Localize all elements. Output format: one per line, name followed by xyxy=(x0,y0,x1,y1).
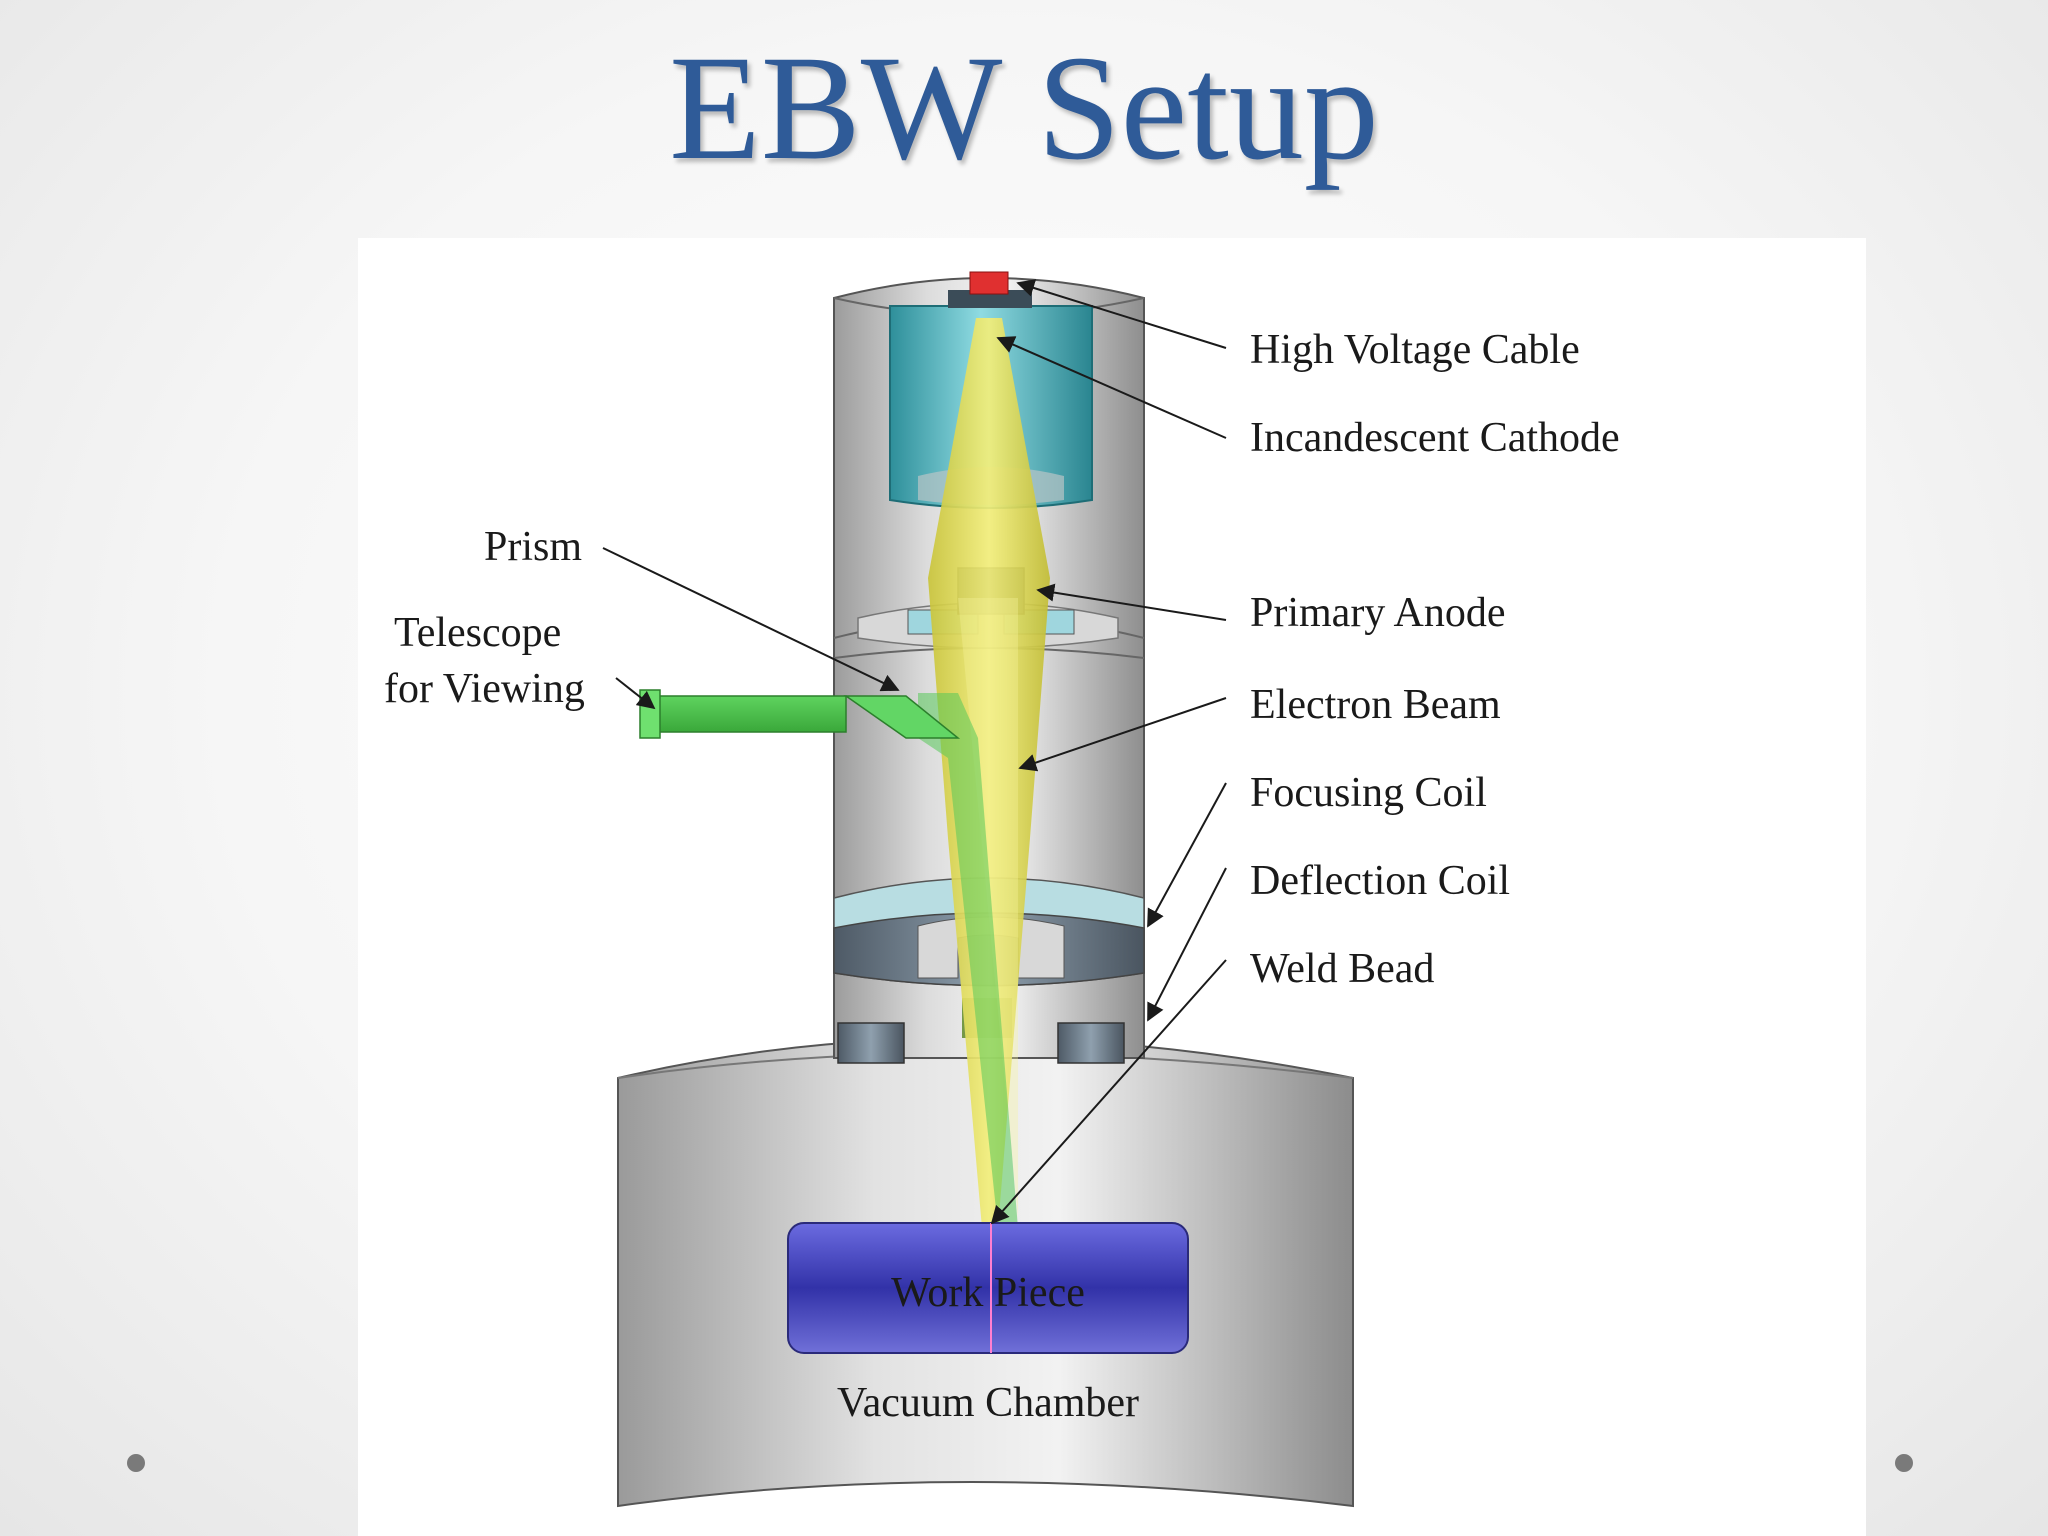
label-incandescent-cathode: Incandescent Cathode xyxy=(1250,415,1620,461)
leader-telescope xyxy=(615,677,656,710)
label-telescope-line1: Telescope xyxy=(394,610,561,656)
label-telescope-line2: for Viewing xyxy=(384,666,585,712)
work-piece xyxy=(787,1222,1189,1354)
leader-electron-beam xyxy=(1018,697,1227,772)
slide-title: EBW Setup xyxy=(669,25,1379,191)
label-high-voltage-cable: High Voltage Cable xyxy=(1250,327,1580,373)
label-primary-anode: Primary Anode xyxy=(1250,590,1505,636)
ebw-diagram-svg: High Voltage Cable Incandescent Cathode … xyxy=(384,271,1620,1508)
leader-high-voltage-cable xyxy=(1016,279,1227,349)
leader-lines xyxy=(602,279,1227,1225)
leader-weld-bead xyxy=(990,959,1227,1225)
label-electron-beam: Electron Beam xyxy=(1250,682,1501,728)
ebw-diagram: High Voltage Cable Incandescent Cathode … xyxy=(358,238,1866,1536)
optical-path xyxy=(639,689,1018,1228)
label-deflection-coil: Deflection Coil xyxy=(1250,858,1510,904)
leader-primary-anode xyxy=(1036,583,1227,621)
leader-deflection-coil xyxy=(1147,867,1227,1022)
slide-bullet-dot-right xyxy=(1895,1454,1913,1472)
label-work-piece: Work Piece xyxy=(891,1270,1085,1316)
slide-bullet-dot-left xyxy=(127,1454,145,1472)
leader-focusing-coil xyxy=(1147,782,1227,928)
label-prism: Prism xyxy=(484,524,582,570)
label-focusing-coil: Focusing Coil xyxy=(1250,770,1487,816)
label-weld-bead: Weld Bead xyxy=(1250,946,1434,992)
leader-incandescent-cathode xyxy=(996,336,1227,439)
leader-prism xyxy=(602,547,900,692)
label-vacuum-chamber: Vacuum Chamber xyxy=(837,1380,1139,1426)
